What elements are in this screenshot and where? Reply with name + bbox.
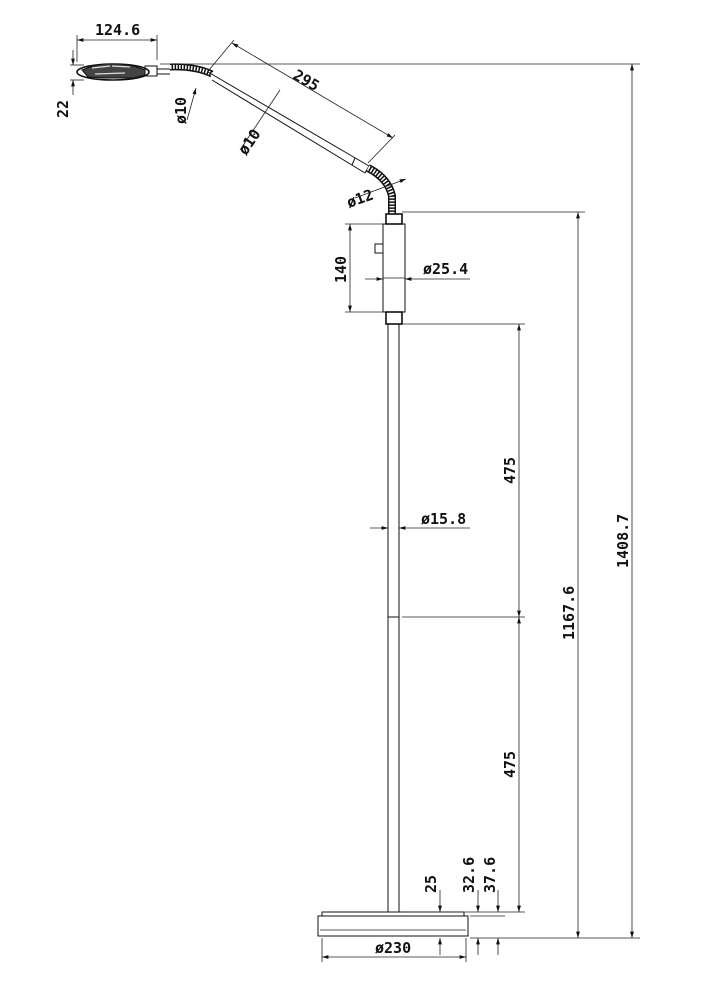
lamp-head [76, 63, 170, 81]
dim-arm-length: 295 [290, 66, 322, 95]
dim-base-thickness-1: 25 [422, 875, 440, 893]
dim-joint-diameter: ø12 [344, 186, 376, 212]
dim-pole-diameter: ø15.8 [421, 510, 466, 528]
dim-switch-height: 140 [332, 256, 350, 283]
dimension-lines [70, 35, 640, 962]
dim-pole-upper: 475 [501, 457, 519, 484]
dim-head-height: 22 [54, 100, 72, 118]
dim-arm-diameter-2: ø10 [234, 126, 264, 159]
dim-pole-total: 1167.6 [560, 586, 578, 640]
dim-base-diameter: ø230 [375, 939, 411, 957]
dim-base-thickness-3: 37.6 [481, 857, 499, 893]
dim-head-width: 124.6 [95, 21, 140, 39]
dim-pole-lower: 475 [501, 751, 519, 778]
dim-switch-diameter: ø25.4 [423, 260, 468, 278]
lamp-body [317, 213, 469, 937]
dim-arm-diameter-1: ø10 [172, 97, 190, 124]
dim-total-height: 1408.7 [614, 514, 632, 568]
dim-base-thickness-2: 32.6 [460, 857, 478, 893]
